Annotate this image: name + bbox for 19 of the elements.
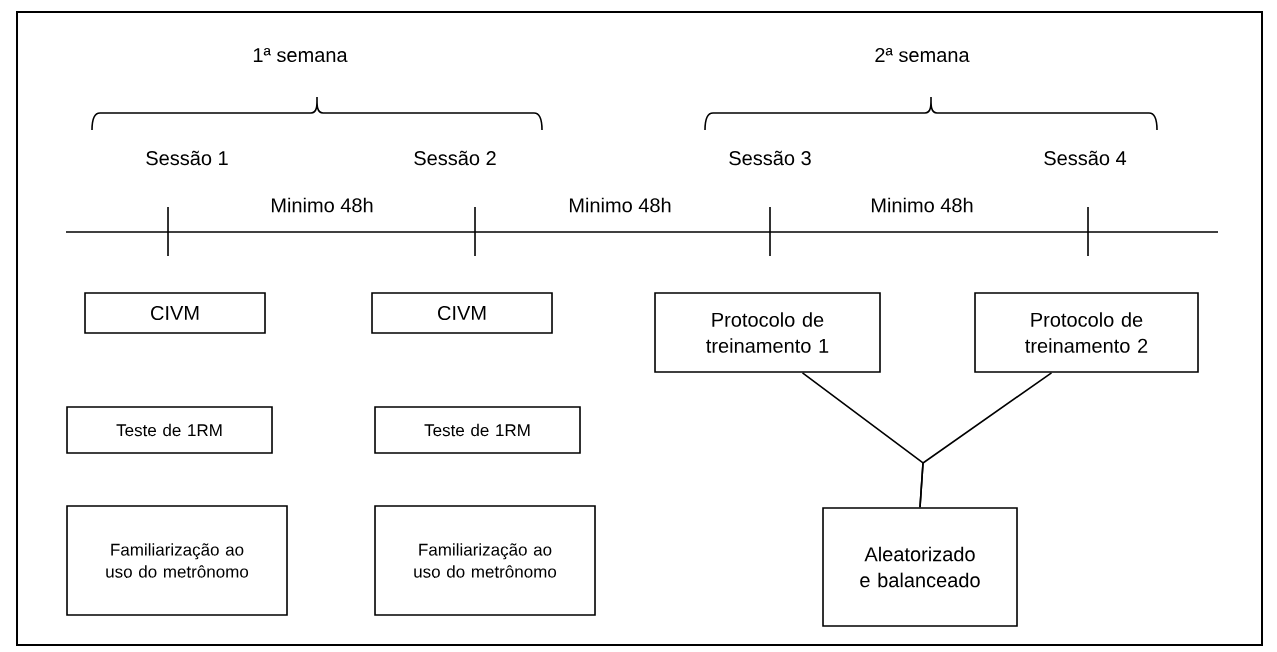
process-box: CIVM [84,292,266,334]
interval-label: Minimo 48h [871,197,973,213]
process-box: Protocolo de treinamento 1 [654,292,881,373]
process-box: Teste de 1RM [66,406,273,454]
process-box: Aleatorizado e balanceado [822,507,1018,627]
session-label: Sessão 4 [1044,150,1127,166]
session-label: Sessão 2 [414,150,496,166]
interval-label: Minimo 48h [569,197,671,213]
process-box: Familiarização ao uso do metrônomo [374,505,596,616]
connector-line [919,371,1053,508]
session-label: Sessão 3 [729,150,811,166]
session-label: Sessão 1 [146,150,228,166]
interval-label: Minimo 48h [271,197,373,213]
process-box: CIVM [371,292,553,334]
process-box: Familiarização ao uso do metrônomo [66,505,288,616]
week-label: 1ª semana [253,47,348,63]
process-box: Protocolo de treinamento 2 [974,292,1199,373]
process-box: Teste de 1RM [374,406,581,454]
week-label: 2ª semana [875,47,970,63]
